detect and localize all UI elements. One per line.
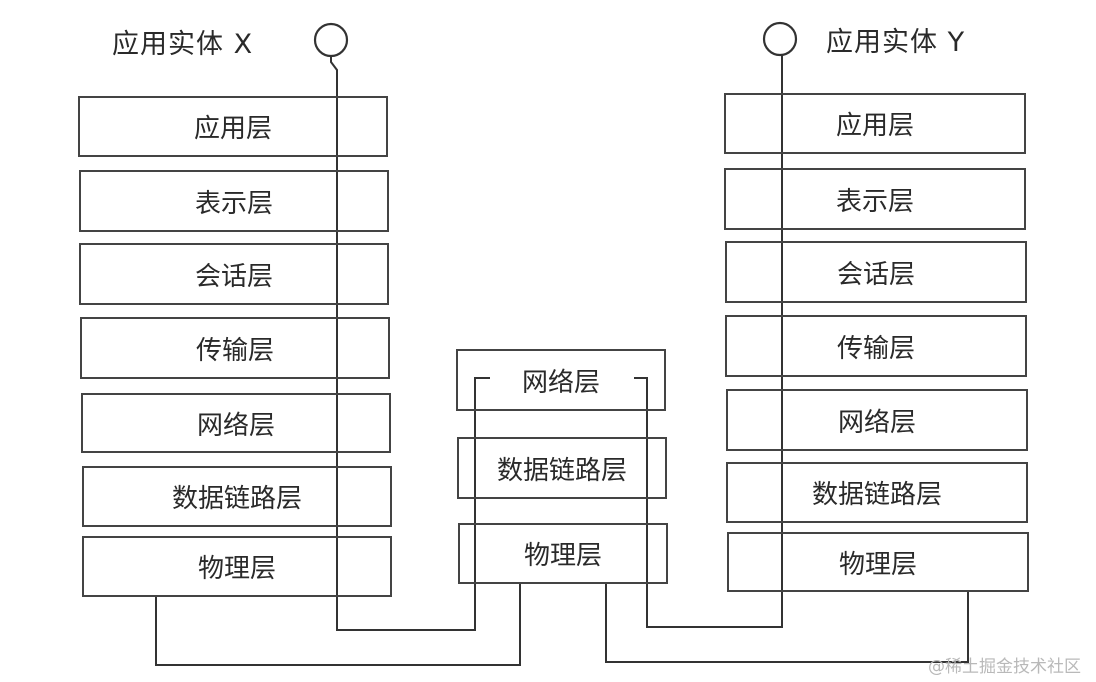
layer-label: 物理层 — [834, 543, 921, 581]
x-physical-layer: 物理层 — [82, 536, 392, 597]
y-presentation-layer: 表示层 — [724, 168, 1026, 230]
layer-label: 数据链路层 — [807, 474, 946, 511]
y-physical-layer: 物理层 — [727, 532, 1029, 592]
physical-link-relay-to-y — [605, 584, 969, 663]
entity-x-endpoint-icon — [313, 22, 349, 58]
physical-link-x-to-relay — [155, 584, 521, 666]
x-presentation-layer: 表示层 — [79, 170, 389, 232]
x-session-layer: 会话层 — [79, 243, 389, 305]
layer-label: 应用层 — [189, 108, 276, 145]
watermark: @稀土掘金技术社区 — [928, 657, 1081, 677]
layer-label: 网络层 — [833, 401, 920, 439]
y-transport-layer: 传输层 — [725, 315, 1027, 377]
y-network-layer: 网络层 — [726, 389, 1028, 451]
layer-label: 应用层 — [831, 105, 918, 142]
relay-data-link-layer: 数据链路层 — [457, 437, 667, 499]
x-application-layer: 应用层 — [78, 96, 388, 157]
layer-label: 网络层 — [192, 404, 279, 442]
layer-label: 数据链路层 — [167, 478, 306, 515]
layer-label: 会话层 — [832, 253, 919, 291]
layer-label: 传输层 — [191, 329, 278, 367]
layer-label: 表示层 — [190, 182, 277, 220]
x-data-link-layer: 数据链路层 — [82, 466, 392, 527]
x-network-layer: 网络层 — [81, 393, 391, 453]
layer-label: 网络层 — [517, 361, 604, 399]
y-data-link-layer: 数据链路层 — [726, 462, 1028, 523]
relay-network-layer: 网络层 — [456, 349, 666, 411]
entity-y-endpoint-icon — [762, 21, 798, 57]
entity-y-title: 应用实体 Y — [826, 27, 966, 58]
relay-physical-layer: 物理层 — [458, 523, 668, 584]
logical-path-relay-to-y — [634, 55, 783, 628]
layer-label: 数据链路层 — [492, 449, 631, 487]
layer-label: 物理层 — [193, 548, 280, 585]
y-session-layer: 会话层 — [725, 241, 1027, 303]
layer-label: 会话层 — [190, 255, 277, 293]
y-application-layer: 应用层 — [724, 93, 1026, 154]
entity-x-title: 应用实体 X — [112, 29, 254, 60]
layer-label: 传输层 — [832, 327, 919, 365]
layer-label: 表示层 — [831, 180, 918, 218]
layer-label: 物理层 — [519, 535, 606, 572]
logical-path-x-to-relay — [330, 56, 490, 631]
x-transport-layer: 传输层 — [80, 317, 390, 379]
